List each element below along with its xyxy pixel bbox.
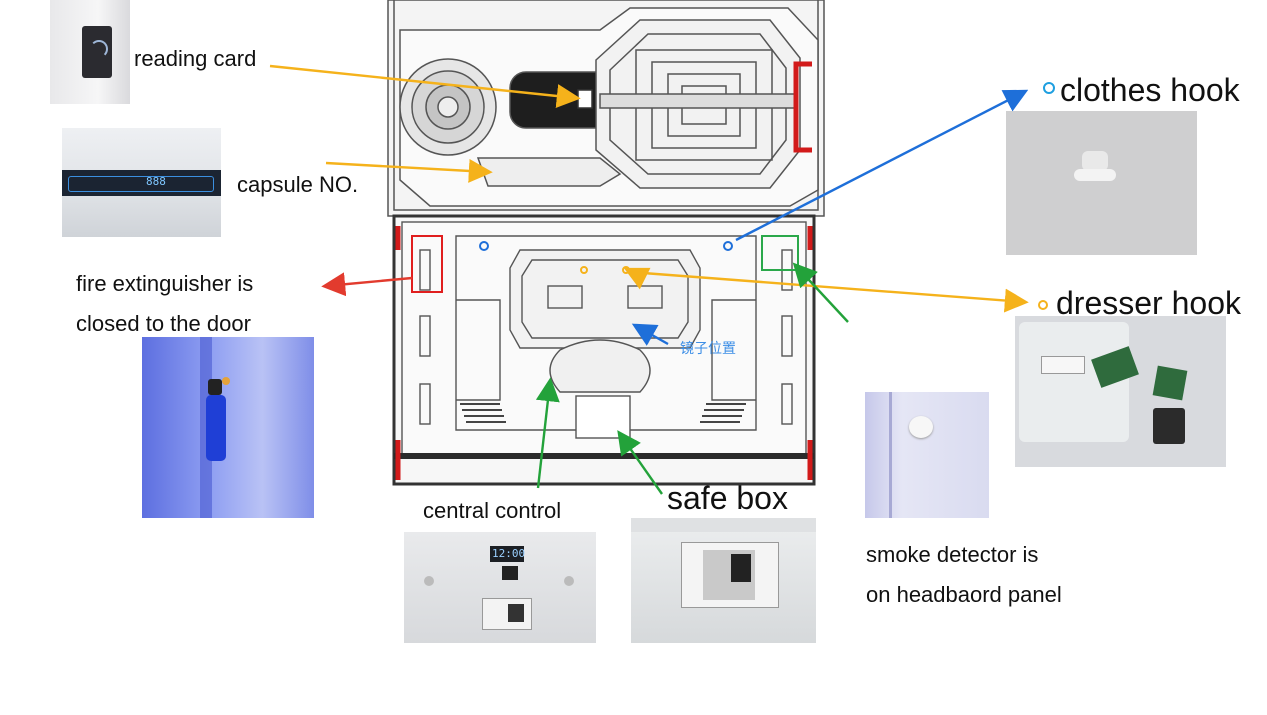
capsule-number-photo: 888 xyxy=(62,128,221,237)
dresser-hook-marker-icon xyxy=(1038,300,1048,310)
capsule-no-arrow xyxy=(325,158,493,183)
mirror-position-label: 镜子位置 xyxy=(680,341,736,357)
capsule-display-digits: 888 xyxy=(146,175,166,188)
safe-box-arrow xyxy=(617,430,663,495)
safe-box-photo xyxy=(631,518,816,643)
clothes-hook-marker-icon xyxy=(1043,82,1055,94)
clothes-hook-arrow xyxy=(735,89,1029,242)
reading-card-photo xyxy=(50,0,130,104)
safe-box-label: safe box xyxy=(667,480,788,516)
dresser-hook-label: dresser hook xyxy=(1056,285,1241,321)
dresser-hook-arrow xyxy=(629,270,1029,313)
smoke-detector-label-line1: smoke detector is xyxy=(866,542,1039,567)
reading-card-label: reading card xyxy=(134,46,257,71)
central-control-label: central control xyxy=(423,498,562,523)
fire-extinguisher-arrow xyxy=(321,272,413,297)
smoke-detector-label-line2: on headbaord panel xyxy=(866,582,1062,607)
dresser-hook-arrow-start xyxy=(623,267,651,290)
mirror-arrow xyxy=(631,323,669,346)
central-control-photo: 12:00 xyxy=(404,532,596,643)
fire-extinguisher-label-line1: fire extinguisher is xyxy=(76,271,254,296)
dresser-hook-photo xyxy=(1015,316,1226,467)
clothes-hook-photo xyxy=(1006,111,1197,255)
smoke-detector-arrow xyxy=(792,262,849,323)
central-control-arrow xyxy=(535,377,560,489)
fire-extinguisher-label-line2: closed to the door xyxy=(76,311,251,336)
central-control-clock: 12:00 xyxy=(492,547,526,560)
capsule-interior-drawing xyxy=(392,214,816,486)
clothes-hook-label: clothes hook xyxy=(1060,72,1240,108)
fire-extinguisher-photo xyxy=(142,337,314,518)
smoke-detector-photo xyxy=(865,392,989,518)
capsule-number-label: capsule NO. xyxy=(237,172,359,197)
annotation-arrows xyxy=(269,64,1029,495)
reading-card-arrow xyxy=(269,64,581,108)
capsule-door-drawing xyxy=(387,0,825,217)
